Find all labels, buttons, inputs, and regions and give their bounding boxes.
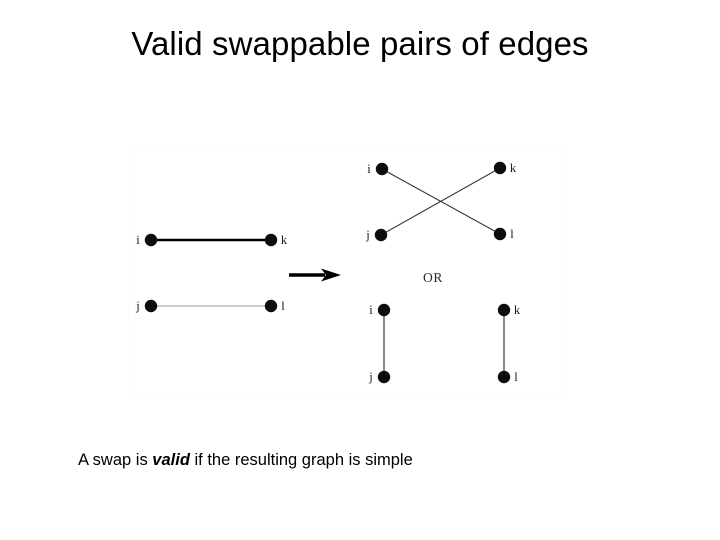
- node-label-j: j: [135, 299, 139, 313]
- page-title: Valid swappable pairs of edges: [131, 25, 589, 62]
- crossed-swap-option: i k j l: [365, 161, 517, 242]
- caption-text-before: A swap is: [78, 451, 153, 469]
- caption-text-after: if the resulting graph is simple: [189, 451, 413, 469]
- node-k-crossed: [493, 161, 507, 175]
- node-label-i-crossed: i: [367, 162, 371, 176]
- or-separator-label: OR: [423, 270, 443, 285]
- node-label-k-crossed: k: [510, 161, 517, 175]
- transform-arrow-icon: [289, 268, 341, 282]
- node-j-crossed: [374, 228, 388, 242]
- slide-caption: A swap is valid if the resulting graph i…: [78, 450, 658, 471]
- node-i-crossed: [375, 162, 389, 176]
- node-label-l-crossed: l: [510, 227, 514, 241]
- node-label-i-parallel: i: [369, 303, 373, 317]
- node-k-parallel: [497, 303, 511, 317]
- caption-emphasis: valid: [152, 451, 190, 469]
- node-label-k: k: [281, 233, 288, 247]
- node-k: [264, 233, 278, 247]
- node-label-j-crossed: j: [365, 228, 369, 242]
- node-j: [144, 299, 158, 313]
- node-i-parallel: [377, 303, 391, 317]
- node-label-i: i: [136, 233, 140, 247]
- original-edge-pair: i k j l: [135, 233, 288, 313]
- node-l: [264, 299, 278, 313]
- node-l-crossed: [493, 227, 507, 241]
- node-i: [144, 233, 158, 247]
- node-j-parallel: [377, 370, 391, 384]
- edge-j-k: [380, 167, 501, 236]
- edge-swap-svg: i k j l i k j l OR: [135, 161, 521, 384]
- parallel-swap-option: i j k l: [368, 303, 521, 384]
- edge-swap-diagram: i k j l i k j l OR: [128, 144, 568, 394]
- node-l-parallel: [497, 370, 511, 384]
- node-label-l: l: [281, 299, 285, 313]
- node-label-j-parallel: j: [368, 370, 372, 384]
- node-label-l-parallel: l: [514, 370, 518, 384]
- node-label-k-parallel: k: [514, 303, 521, 317]
